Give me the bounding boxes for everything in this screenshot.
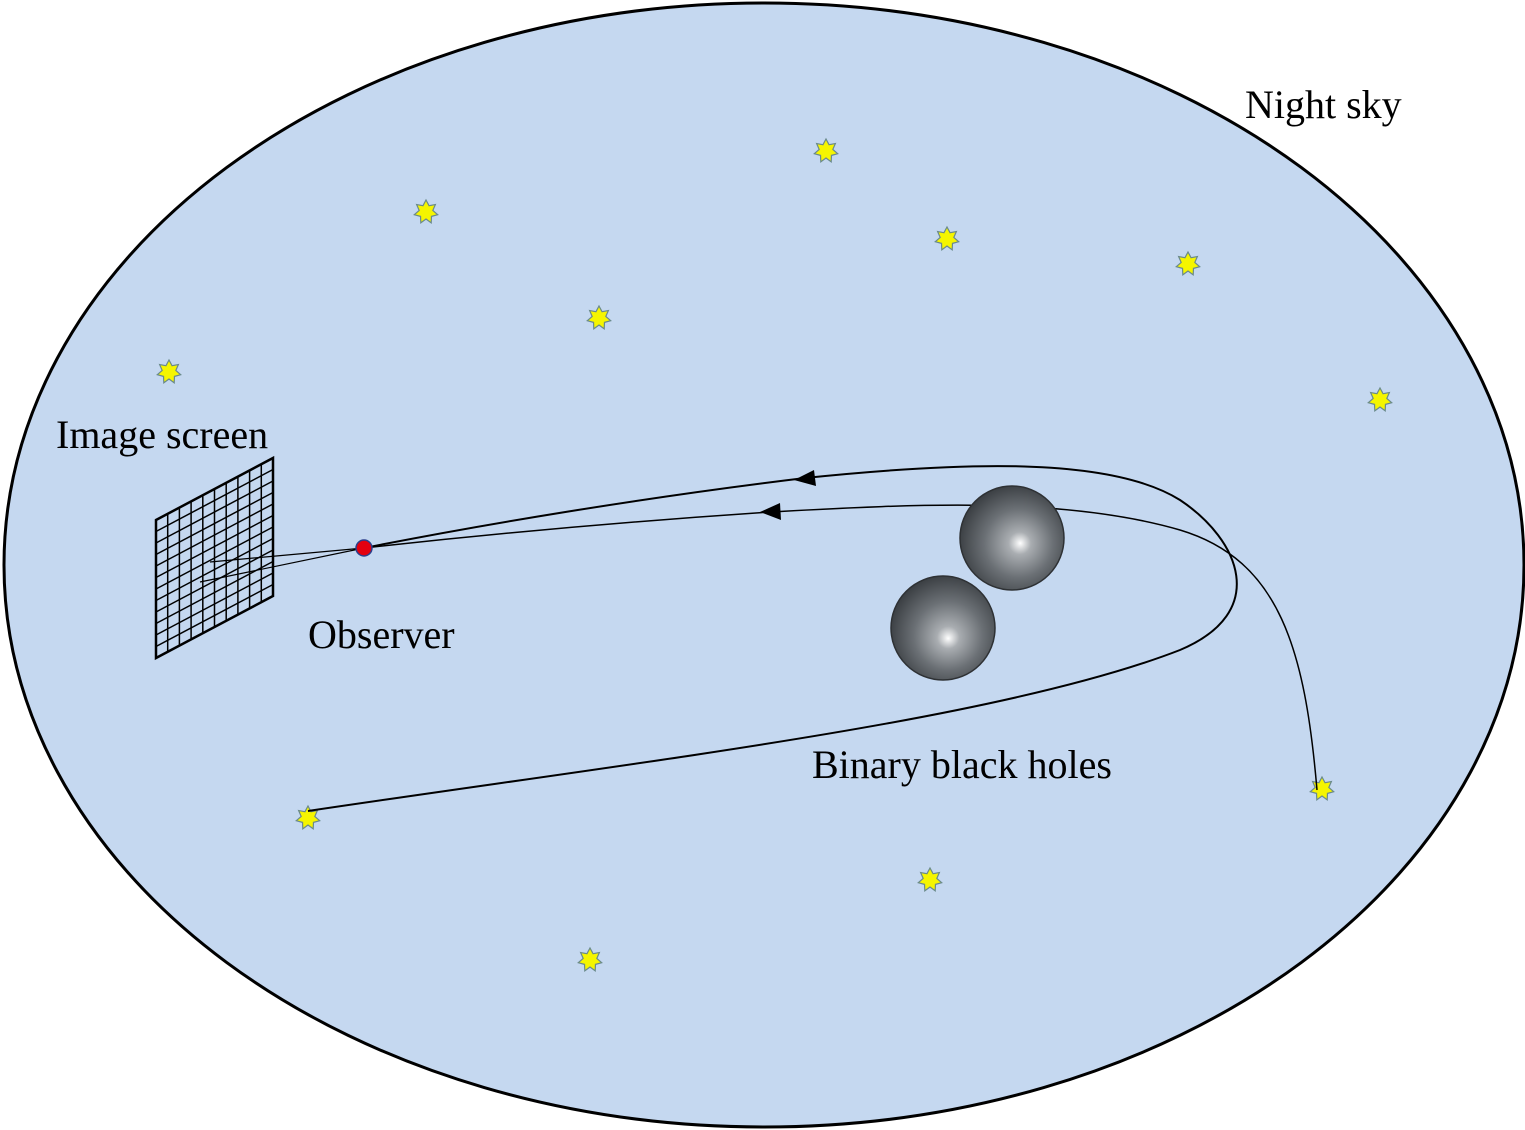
star-icon [934, 225, 960, 251]
screen-grid-line [155, 468, 274, 533]
screen-grid-line [155, 526, 274, 590]
observer-dot-icon [355, 539, 373, 557]
screen-grid-line [155, 549, 274, 613]
black-hole-sphere-icon [959, 485, 1065, 591]
screen-grid-line [155, 514, 274, 579]
night-sky-label: Night sky [1245, 82, 1402, 127]
star-icon [1175, 250, 1201, 276]
screen-grid-line [155, 560, 274, 625]
screen-grid-line [155, 503, 274, 567]
star-icon [917, 866, 943, 892]
star-icon [577, 946, 603, 972]
arrowhead-icon [760, 503, 781, 520]
star-icon [295, 804, 321, 830]
observer-label: Observer [308, 612, 455, 657]
grid-screen-icon [154, 455, 275, 661]
ray-to-screen-lower [199, 547, 365, 583]
star-icon [156, 358, 182, 384]
screen-grid-line [155, 480, 274, 544]
black-hole-sphere-icon [890, 575, 996, 681]
ray-to-screen-upper [209, 547, 365, 563]
light-rays [199, 465, 1318, 812]
binary-black-holes-label: Binary black holes [812, 742, 1112, 787]
star-icon [813, 137, 839, 163]
stars [156, 137, 1393, 972]
screen-grid-line [155, 491, 274, 556]
star-icon [586, 304, 612, 330]
image-screen-label: Image screen [56, 412, 268, 457]
screen-grid-line [155, 537, 274, 602]
arrowhead-icon [794, 470, 816, 486]
ray-inner [363, 504, 1318, 791]
star-icon [1367, 386, 1393, 412]
star-icon [413, 198, 439, 224]
screen-grid-line [155, 572, 274, 636]
ray-outer [307, 465, 1238, 812]
screen-grid-line [155, 583, 274, 648]
